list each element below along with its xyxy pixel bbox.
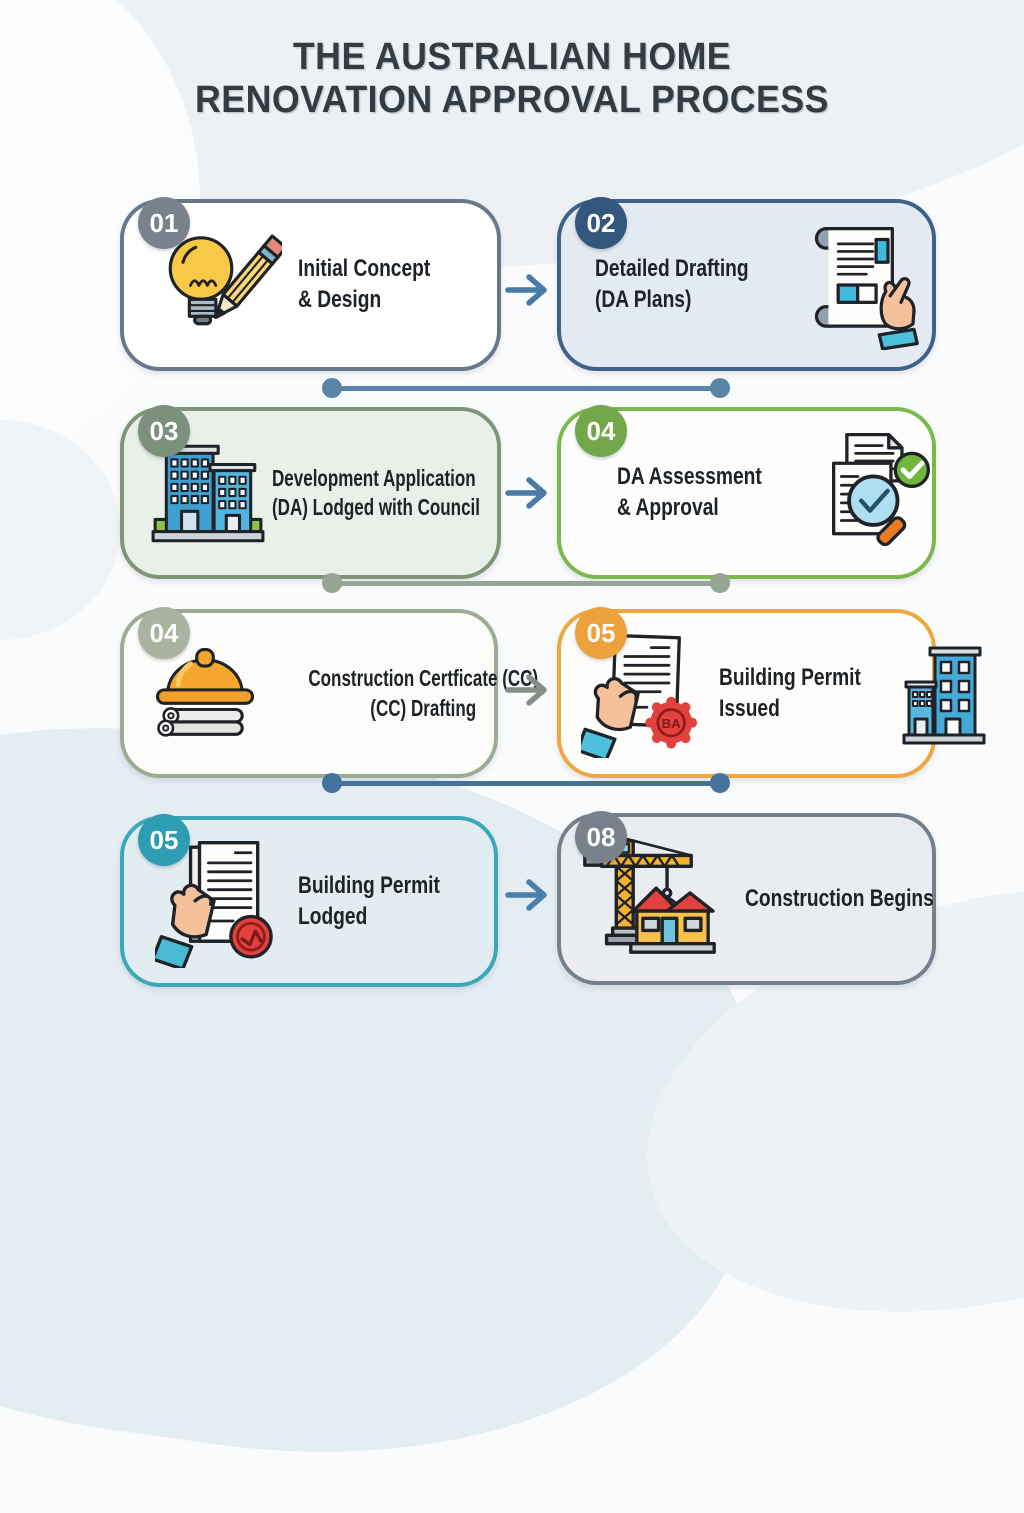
crane-house-icon [577, 831, 745, 967]
page-title-line2: RENOVATION APPROVAL PROCESS [195, 79, 829, 122]
step-label: Construction Begins [745, 884, 981, 915]
step-card-detailed-drafting: 02 Detailed Drafting (DA Plans) [557, 197, 937, 371]
step-label-line2: (DA Plans) [595, 286, 692, 313]
assessment-magnifier-icon [798, 428, 953, 558]
step-label-line1: DA Assessment [617, 463, 762, 491]
row-connector-line [322, 378, 730, 398]
step-label: Detailed Drafting (DA Plans) [595, 254, 787, 315]
step-number-badge: 03 [138, 405, 190, 457]
step-card-da-assessment: 04 DA Assessment & Approval [557, 405, 936, 579]
hardhat-plans-icon [142, 633, 268, 755]
flow-arrow-right-icon [505, 477, 547, 509]
step-card-permit-lodged: 05 [120, 814, 498, 987]
step-card-permit-issued: 05 [557, 607, 986, 778]
step-label-line1: Detailed Drafting [595, 255, 749, 283]
step-label-line1: Building Permit [298, 871, 440, 899]
step-label-line2: (CC) Drafting [370, 694, 477, 721]
lightbulb-pencil-icon [138, 224, 298, 346]
step-label-line1: Construction Begins [745, 884, 934, 912]
row-connector-line [322, 573, 730, 593]
step-card-construction-begins: 08 [557, 811, 936, 985]
step-label-line2: & Approval [617, 494, 719, 521]
step-label-line1: Initial Concept [298, 255, 431, 283]
flow-arrow-right-icon [505, 674, 547, 706]
step-label: Development Application (DA) Lodged with… [272, 464, 553, 523]
step-number-badge: 08 [575, 811, 627, 863]
flow-arrow-right-icon [505, 274, 547, 306]
step-label-line1: Construction Certficate (CC) [308, 665, 539, 692]
step-label: DA Assessment & Approval [617, 462, 798, 523]
step-label-line1: Building Permit [719, 663, 861, 691]
row-connector-line [322, 773, 730, 793]
permit-document-seal-icon [148, 836, 298, 968]
step-card-initial-concept: 01 [120, 197, 501, 371]
step-label-line2: Issued [719, 694, 780, 722]
step-number-badge: 02 [575, 197, 627, 249]
step-number-badge: 05 [575, 607, 627, 659]
step-label-line1: Development Application [272, 464, 476, 491]
step-label-line2: & Design [298, 286, 382, 313]
background-midleft-shape [0, 420, 120, 640]
step-number-badge: 04 [138, 607, 190, 659]
page-title: THE AUSTRALIAN HOME RENOVATION APPROVAL … [0, 36, 1024, 123]
building-icon [896, 638, 992, 750]
stamped-permit-icon: BA [577, 630, 719, 758]
flow-arrow-right-icon [505, 879, 547, 911]
step-label-line2: (DA) Lodged with Council [272, 494, 480, 520]
step-card-da-lodged: 03 [120, 405, 501, 579]
step-number-badge: 01 [138, 197, 190, 249]
step-label: Construction Certficate (CC) (CC) Drafti… [268, 664, 579, 723]
step-label: Building Permit Lodged [298, 871, 480, 932]
step-card-cc-drafting: 04 Construction Certficate [120, 607, 538, 778]
step-number-badge: 05 [138, 814, 190, 866]
step-label: Building Permit Issued [719, 663, 896, 724]
step-number-badge: 04 [575, 405, 627, 457]
council-buildings-icon [144, 432, 272, 554]
step-label: Initial Concept & Design [298, 254, 483, 315]
step-label-line2: Lodged [298, 902, 368, 930]
drafting-scroll-hand-icon [787, 220, 937, 350]
page-title-line1: THE AUSTRALIAN HOME [292, 36, 732, 78]
svg-text:BA: BA [662, 716, 682, 731]
